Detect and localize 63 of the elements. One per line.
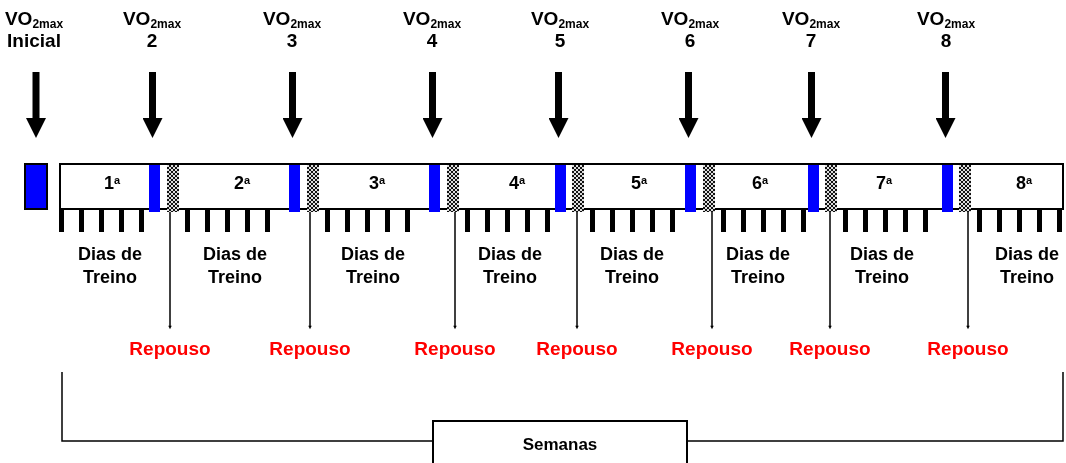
measurement-label: VO$_{2max}$ (122, 8, 182, 30)
measurement-label: Inicial (7, 30, 61, 52)
arrow (575, 209, 579, 330)
rest-marker (307, 165, 319, 212)
measurement-label: VO$_{2max}$ (916, 8, 976, 30)
rest-marker (447, 165, 459, 212)
test-marker (429, 165, 440, 212)
week-label: 5$^{a}$ (630, 172, 648, 194)
week-label: 6$^{a}$ (751, 172, 769, 194)
rest-marker (703, 165, 715, 212)
test-marker (289, 165, 300, 212)
training-days-label: Dias de Treino (725, 243, 791, 289)
week-label: 8$^{a}$ (1015, 172, 1033, 194)
test-marker (942, 165, 953, 212)
test-marker (149, 165, 160, 212)
rest-label: Repouso (269, 338, 351, 360)
label-box: Semanas (432, 420, 688, 463)
week-label: 3$^{a}$ (368, 172, 386, 194)
measurement-label: 7 (805, 30, 817, 52)
strip-bar (59, 163, 1064, 210)
arrow (453, 209, 457, 330)
week-label: 1$^{a}$ (103, 172, 121, 194)
measurement-label: 8 (940, 30, 952, 52)
measurement-label: VO$_{2max}$ (660, 8, 720, 30)
test-marker (685, 165, 696, 212)
training-days-label: Dias de Treino (599, 243, 665, 289)
rest-marker (959, 165, 971, 212)
rest-marker (167, 165, 179, 212)
training-days-label: Dias de Treino (994, 243, 1060, 289)
measurement-label: VO$_{2max}$ (4, 8, 64, 30)
arrow (828, 209, 832, 330)
test-marker (555, 165, 566, 212)
week-label: 7$^{a}$ (875, 172, 893, 194)
arrow (966, 209, 970, 330)
rest-label: Repouso (129, 338, 211, 360)
measurement-label: 2 (146, 30, 158, 52)
measurement-label: 3 (286, 30, 298, 52)
measurement-label: 4 (426, 30, 438, 52)
rest-label: Repouso (414, 338, 496, 360)
week-label: 4$^{a}$ (508, 172, 526, 194)
rest-marker (825, 165, 837, 212)
rest-label: Repouso (927, 338, 1009, 360)
test-marker (24, 163, 48, 210)
training-days-label: Dias de Treino (477, 243, 543, 289)
rest-label: Repouso (671, 338, 753, 360)
training-days-label: Dias de Treino (849, 243, 915, 289)
rest-label: Repouso (789, 338, 871, 360)
rest-marker (572, 165, 584, 212)
week-label: 2$^{a}$ (233, 172, 251, 194)
test-marker (808, 165, 819, 212)
arrow (308, 209, 312, 330)
training-days-label: Dias de Treino (77, 243, 143, 289)
measurement-label: 6 (684, 30, 696, 52)
measurement-label: VO$_{2max}$ (781, 8, 841, 30)
measurement-label: VO$_{2max}$ (530, 8, 590, 30)
measurement-label: VO$_{2max}$ (402, 8, 462, 30)
training-days-label: Dias de Treino (340, 243, 406, 289)
rest-label: Repouso (536, 338, 618, 360)
arrow (168, 209, 172, 330)
measurement-label: VO$_{2max}$ (262, 8, 322, 30)
arrow (710, 209, 714, 330)
measurement-label: 5 (554, 30, 566, 52)
training-days-label: Dias de Treino (202, 243, 268, 289)
